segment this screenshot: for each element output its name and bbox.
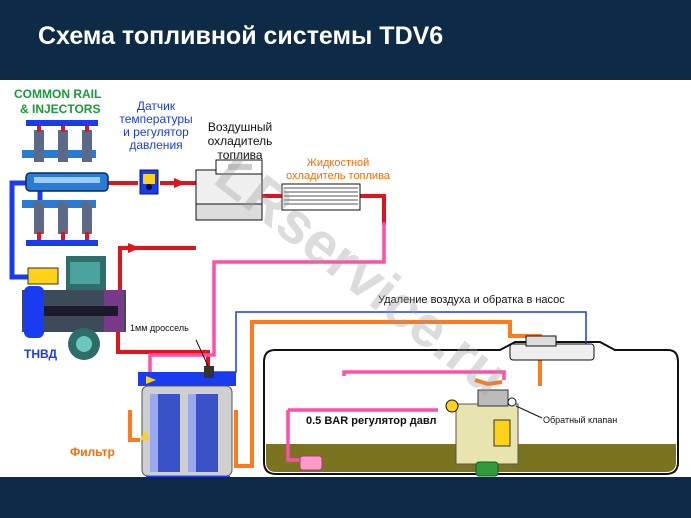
air-cooler-label: топлива xyxy=(217,148,262,162)
filter-label: Фильтр xyxy=(70,445,115,459)
page-title: Схема топливной системы TDV6 xyxy=(38,22,444,50)
fuel-filter xyxy=(138,372,236,484)
liquid-cooler xyxy=(281,183,361,211)
common-rail-label: & INJECTORS xyxy=(20,102,100,116)
check-valve xyxy=(507,397,543,419)
footer-bar xyxy=(0,477,691,518)
hp-pump xyxy=(22,256,126,360)
throttle xyxy=(195,339,214,378)
flow-arrow xyxy=(174,178,186,188)
throttle-label: 1мм дроссель xyxy=(130,323,189,333)
air-cooler xyxy=(195,159,263,221)
sensor-label: давления xyxy=(129,138,182,152)
title-bar xyxy=(0,0,691,80)
flow-arrow xyxy=(128,243,140,253)
regulator-label: 0.5 BAR регулятор давл xyxy=(306,415,436,427)
liquid-cooler-label: Жидкостной xyxy=(307,157,370,169)
air-cooler-label: охладитель xyxy=(208,134,273,148)
tank-pump-module xyxy=(445,335,595,465)
liquid-cooler-label: охладитель топлива xyxy=(286,170,391,182)
sensor-label: и регулятор xyxy=(123,125,189,139)
injector xyxy=(26,120,98,246)
air-cooler-label: Воздушный xyxy=(208,120,272,134)
pressure-sensor xyxy=(139,169,159,195)
check-valve-label: Обратный клапан xyxy=(543,415,617,425)
tank-inlet-strainer xyxy=(299,455,323,471)
sensor-label: Датчик xyxy=(137,99,176,113)
deaeration-label: Удаление воздуха и обратка в насос xyxy=(378,294,565,306)
common-rail-label: COMMON RAIL xyxy=(14,87,101,101)
sensor-label: температуры xyxy=(119,112,192,126)
hp-pump-label: ТНВД xyxy=(24,347,58,361)
return-line xyxy=(148,222,506,462)
fuel-strainer xyxy=(475,461,499,477)
